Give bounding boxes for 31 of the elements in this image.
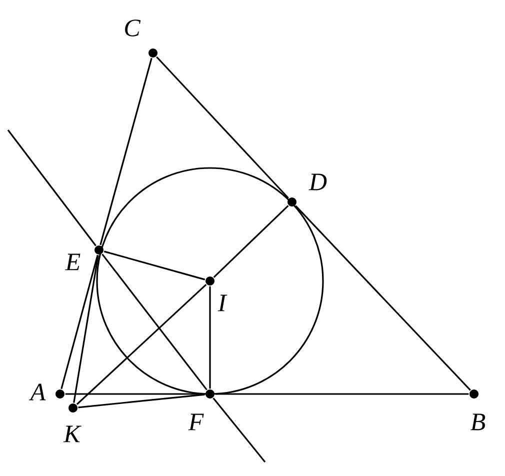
point-label: K (63, 426, 82, 442)
point (206, 276, 214, 286)
line-segment (78, 394, 205, 408)
point (288, 198, 296, 206)
line-segment (212, 398, 266, 462)
point (470, 390, 478, 398)
point (56, 390, 64, 398)
point-label: F (188, 414, 204, 430)
point-label: C (125, 20, 141, 36)
point (94, 246, 104, 254)
line-segment (209, 286, 211, 389)
line-segment (213, 205, 289, 278)
point-label: I (218, 294, 228, 312)
line-segment (100, 58, 152, 246)
line-segment (60, 254, 98, 390)
line-segment (104, 250, 206, 280)
line-segment (7, 130, 96, 246)
point (148, 48, 158, 58)
line-segment (65, 393, 205, 395)
point (68, 404, 78, 412)
line-segment (295, 205, 471, 391)
line-segment (215, 393, 469, 395)
point (206, 390, 214, 398)
point-label: B (470, 414, 486, 430)
point-label: E (65, 254, 80, 270)
point-label: D (308, 174, 327, 190)
line-segment (156, 56, 289, 199)
line-segment (102, 254, 208, 390)
line-segment (73, 255, 99, 403)
point-label: A (29, 384, 46, 400)
line-segment (76, 284, 207, 405)
